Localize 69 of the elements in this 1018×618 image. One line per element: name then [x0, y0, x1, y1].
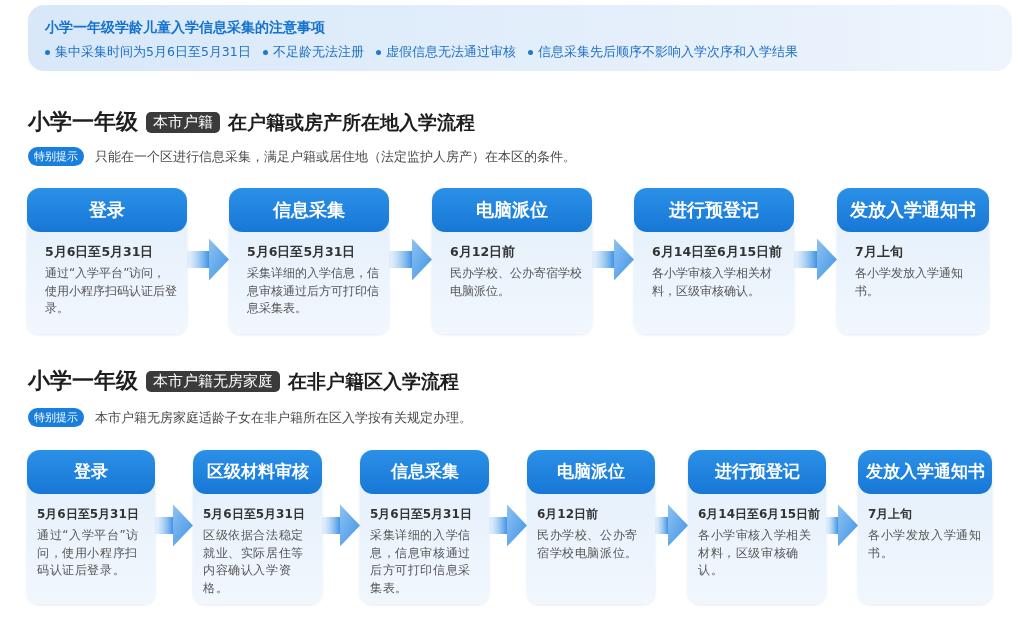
step-date: 7月上旬	[868, 506, 913, 523]
step-description: 采集详细的入学信息，信息审核通过后方可打印信息采集表。	[247, 265, 379, 317]
step-description: 各小学发放入学通知书。	[855, 265, 964, 300]
step-card	[193, 450, 322, 604]
notice-item: 不足龄无法注册	[272, 44, 364, 60]
step-date: 7月上旬	[855, 243, 903, 261]
step-description: 各小学发放入学通知书。	[868, 527, 983, 562]
step-date: 6月12日前	[450, 243, 516, 261]
step-card	[229, 188, 389, 334]
step-header: 进行预登记	[634, 188, 794, 232]
tip-tag: 特别提示	[28, 408, 84, 427]
tip-note: 只能在一个区进行信息采集，满足户籍或居住地（法定监护人房产）在本区的条件。	[95, 147, 576, 166]
step-description: 采集详细的入学信息，信息审核通过后方可打印信息采集表。	[370, 527, 472, 597]
flow-arrow	[826, 504, 858, 547]
step-description: 民办学校、公办寄宿学校电脑派位。	[450, 265, 582, 300]
step-header: 登录	[27, 188, 187, 232]
tip-note: 本市户籍无房家庭适龄子女在非户籍所在区入学按有关规定办理。	[95, 408, 472, 427]
step-card	[432, 188, 592, 334]
step-date: 6月14日至6月15日前	[698, 506, 821, 523]
tip-tag: 特别提示	[28, 147, 84, 166]
step-header: 发放入学通知书	[858, 450, 992, 494]
step-header: 电脑派位	[432, 188, 592, 232]
grade-title: 小学一年级	[28, 367, 138, 395]
step-card	[634, 188, 794, 334]
flow-arrow	[155, 504, 193, 547]
step-header: 电脑派位	[527, 450, 655, 494]
notice-item: 集中采集时间为5月6日至5月31日	[55, 44, 251, 60]
step-card	[27, 450, 155, 604]
category-tag: 本市户籍无房家庭	[146, 370, 280, 392]
step-card	[360, 450, 489, 604]
step-card	[527, 450, 655, 604]
step-card	[837, 188, 989, 334]
notice-item: 信息采集先后顺序不影响入学次序和入学结果	[537, 44, 798, 60]
step-header: 区级材料审核	[193, 450, 322, 494]
step-description: 通过“入学平台”访问，使用小程序扫码认证后登录。	[37, 527, 140, 579]
step-card	[858, 450, 992, 604]
step-description: 各小学审核入学相关材料，区级审核确认。	[698, 527, 813, 579]
step-date: 5月6日至5月31日	[247, 243, 356, 261]
grade-title: 小学一年级	[28, 108, 138, 136]
section-title: 在非户籍区入学流程	[288, 369, 459, 394]
step-description: 通过“入学平台”访问，使用小程序扫码认证后登录。	[45, 265, 177, 317]
notice-title: 小学一年级学龄儿童入学信息采集的注意事项	[45, 18, 325, 36]
flow-arrow	[187, 238, 229, 281]
section-title: 在户籍或房产所在地入学流程	[228, 110, 475, 135]
step-date: 5月6日至5月31日	[203, 506, 305, 523]
step-date: 5月6日至5月31日	[370, 506, 472, 523]
step-date: 5月6日至5月31日	[37, 506, 139, 523]
step-date: 6月12日前	[537, 506, 599, 523]
notice-panel	[28, 5, 1012, 71]
step-header: 信息采集	[360, 450, 489, 494]
notice-item: 虚假信息无法通过审核	[385, 44, 516, 60]
category-tag: 本市户籍	[146, 111, 220, 133]
step-header: 发放入学通知书	[837, 188, 989, 232]
step-description: 各小学审核入学相关材料，区级审核确认。	[652, 265, 773, 300]
step-date: 5月6日至5月31日	[45, 243, 154, 261]
flow-arrow	[489, 504, 527, 547]
flow-arrow	[389, 238, 432, 281]
step-header: 进行预登记	[688, 450, 826, 494]
step-description: 民办学校、公办寄宿学校电脑派位。	[537, 527, 639, 562]
step-header: 信息采集	[229, 188, 389, 232]
flow-arrow	[794, 238, 837, 281]
flow-arrow	[592, 238, 634, 281]
step-card	[688, 450, 826, 604]
step-description: 区级依据合法稳定就业、实际居住等内容确认入学资格。	[203, 527, 305, 597]
flow-arrow	[655, 504, 688, 547]
step-card	[27, 188, 187, 334]
step-date: 6月14日至6月15日前	[652, 243, 783, 261]
flow-arrow	[322, 504, 360, 547]
step-header: 登录	[27, 450, 155, 494]
